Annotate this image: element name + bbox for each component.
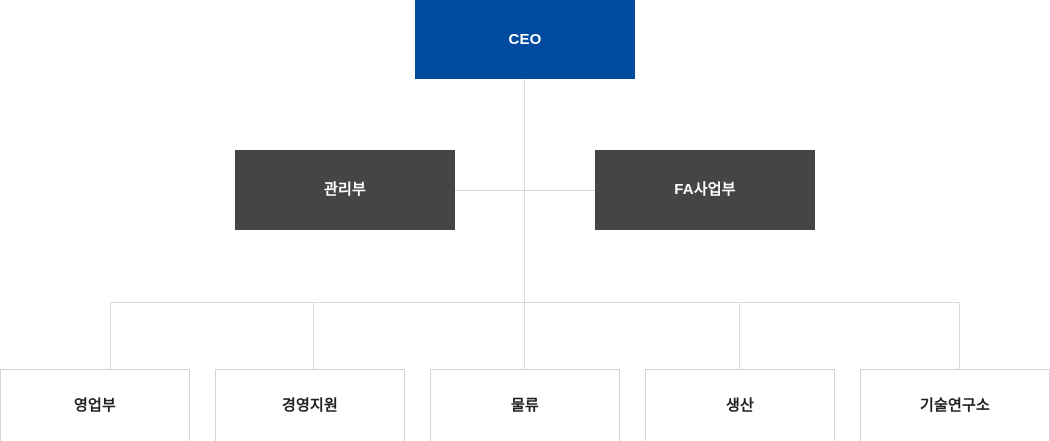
org-node-sales[interactable]: 영업부	[0, 369, 190, 441]
connector-center-down	[524, 190, 525, 302]
org-node-logistics[interactable]: 물류	[430, 369, 620, 441]
connector-leaf-bar	[110, 302, 960, 303]
org-node-management-support[interactable]: 경영지원	[215, 369, 405, 441]
org-node-fa-business[interactable]: FA사업부	[595, 150, 815, 230]
org-node-management-support-label: 경영지원	[281, 396, 338, 414]
org-node-sales-label: 영업부	[73, 396, 116, 414]
connector-ceo-down	[524, 79, 525, 190]
connector-leaf-drop-4	[739, 302, 740, 369]
org-node-fa-business-label: FA사업부	[674, 181, 736, 198]
org-node-ceo-label: CEO	[508, 30, 542, 48]
org-node-management[interactable]: 관리부	[235, 150, 455, 230]
org-node-ceo[interactable]: CEO	[415, 0, 635, 79]
connector-leaf-drop-5	[959, 302, 960, 369]
connector-leaf-drop-2	[313, 302, 314, 369]
connector-leaf-drop-3	[524, 302, 525, 369]
org-node-rnd-institute[interactable]: 기술연구소	[860, 369, 1050, 441]
connector-division-horizontal	[455, 190, 595, 191]
connector-leaf-drop-1	[110, 302, 111, 369]
org-node-production[interactable]: 생산	[645, 369, 835, 441]
org-node-rnd-institute-label: 기술연구소	[919, 396, 990, 414]
org-node-management-label: 관리부	[323, 181, 366, 198]
org-node-production-label: 생산	[725, 396, 754, 414]
org-node-logistics-label: 물류	[510, 396, 539, 414]
